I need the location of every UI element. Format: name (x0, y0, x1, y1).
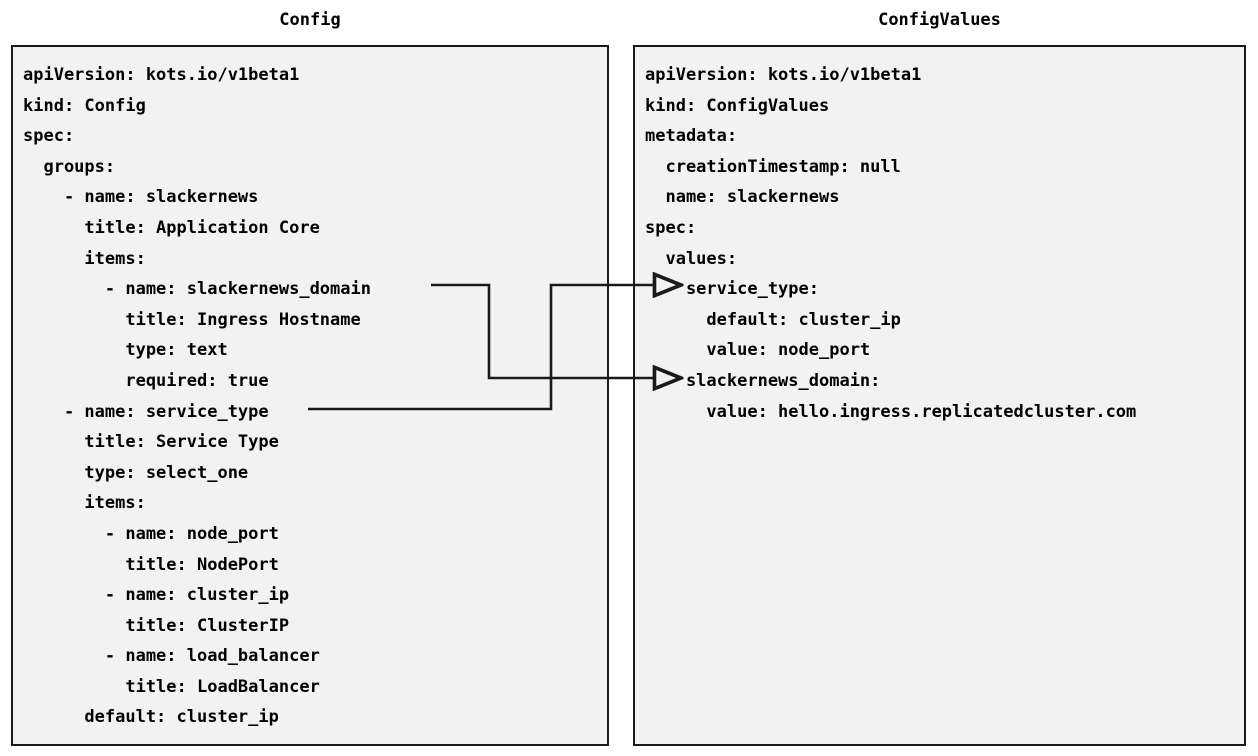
configvalues-yaml-line-0: apiVersion: kots.io/v1beta1 (645, 65, 922, 85)
config-yaml-line-1: kind: Config (23, 95, 146, 116)
configvalues-yaml-line-3: creationTimestamp: null (645, 156, 901, 177)
config-yaml-line-20: title: LoadBalancer (23, 676, 320, 697)
config-yaml-line-4: - name: slackernews (23, 187, 259, 208)
config-yaml-line-9: type: text (23, 340, 228, 361)
configvalues-panel: apiVersion: kots.io/v1beta1 kind: ConfigV… (633, 45, 1246, 746)
configvalues-yaml-line-5: spec: (645, 217, 697, 238)
configvalues-yaml-line-9: value: node_port (645, 340, 871, 361)
configvalues-yaml-line-6: values: (645, 248, 738, 269)
config-panel: apiVersion: kots.io/v1beta1 kind: Config s… (11, 45, 609, 746)
configvalues-yaml-line-4: name: slackernews (645, 187, 840, 208)
configvalues-yaml-line-2: metadata: (645, 126, 738, 147)
config-yaml-line-3: groups: (23, 156, 116, 177)
configvalues-yaml-line-7: service_type: (645, 279, 819, 300)
config-yaml-line-17: - name: cluster_ip (23, 585, 290, 606)
config-yaml-line-21: default: cluster_ip (23, 707, 279, 728)
config-yaml-line-8: title: Ingress Hostname (23, 309, 361, 330)
config-yaml-line-19: - name: load_balancer (23, 646, 320, 667)
configvalues-yaml-line-8: default: cluster_ip (645, 309, 901, 330)
config-yaml-line-7: - name: slackernews_domain (23, 279, 371, 300)
config-yaml-line-15: - name: node_port (23, 523, 279, 544)
config-yaml-line-11: - name: service_type (23, 401, 269, 422)
config-yaml-block: apiVersion: kots.io/v1beta1 kind: Config s… (13, 47, 371, 733)
left-panel-title: Config (279, 10, 341, 30)
configvalues-yaml-line-1: kind: ConfigValues (645, 95, 830, 116)
config-yaml-line-18: title: ClusterIP (23, 615, 290, 636)
config-yaml-line-14: items: (23, 493, 146, 514)
config-yaml-line-13: type: select_one (23, 462, 249, 483)
config-yaml-line-0: apiVersion: kots.io/v1beta1 (23, 65, 300, 85)
config-yaml-line-5: title: Application Core (23, 217, 320, 238)
configvalues-yaml-line-10: slackernews_domain: (645, 370, 881, 391)
config-yaml-line-16: title: NodePort (23, 554, 279, 575)
config-yaml-line-10: required: true (23, 370, 269, 391)
configvalues-yaml-line-11: value: hello.ingress.replicatedcluster.c… (645, 401, 1137, 422)
right-panel-title: ConfigValues (878, 10, 1001, 30)
configvalues-yaml-block: apiVersion: kots.io/v1beta1 kind: ConfigV… (635, 47, 1136, 427)
config-yaml-line-12: title: Service Type (23, 432, 279, 453)
config-yaml-line-6: items: (23, 248, 146, 269)
config-yaml-line-2: spec: (23, 126, 75, 147)
